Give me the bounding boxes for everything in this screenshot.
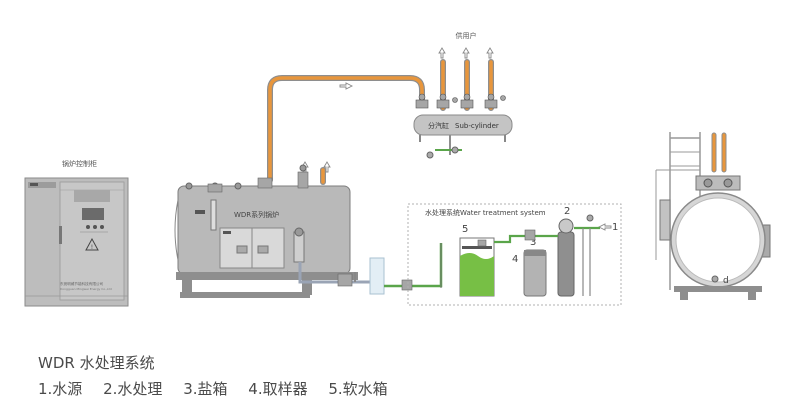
cabinet-maker-en: Dongguan Mingwei Energy Co.,Ltd <box>60 287 112 291</box>
caption-title: WDR 水处理系统 <box>38 354 155 372</box>
control-cabinet-label: 锅炉控制柜 <box>62 159 97 168</box>
water-source-number: 1 <box>612 222 618 233</box>
legend-item-water-source: 1.水源 <box>38 380 83 398</box>
water-system-en: Water treatment system <box>460 209 546 217</box>
side-view-label: d <box>723 276 729 286</box>
svg-text:!: ! <box>91 244 93 251</box>
sub-cylinder-cn: 分汽缸 <box>428 121 449 130</box>
legend: 1.水源 2.水处理 3.盐箱 4.取样器 5.软水箱 <box>38 378 404 399</box>
flow-arrows <box>301 47 612 231</box>
boiler-side-view: d <box>655 132 771 300</box>
salt-tank-number: 3 <box>530 237 536 248</box>
sub-cylinder-valves <box>415 93 506 109</box>
control-cabinet: 锅炉控制柜 ! 东莞明威节能科技有限公司 Dongguan Mingwei En… <box>24 159 129 307</box>
cabinet-maker: 东莞明威节能科技有限公司 <box>60 281 104 286</box>
boiler: WDR系列锅炉 <box>174 164 358 298</box>
water-treatment-system: 水处理系统 Water treatment system 5 3 2 4 1 <box>407 203 622 306</box>
soft-water-tank-number: 5 <box>462 224 468 235</box>
sampler-number: 4 <box>512 254 518 265</box>
legend-item-water-treatment: 2.水处理 <box>103 380 163 398</box>
legend-item-salt-tank: 3.盐箱 <box>183 380 228 398</box>
sub-cylinder: 分汽缸 Sub-cylinder <box>413 114 513 159</box>
softener-number: 2 <box>564 206 570 217</box>
boiler-label: WDR系列锅炉 <box>234 210 279 219</box>
supply-user-label: 供用户 <box>456 31 477 40</box>
legend-item-sampler: 4.取样器 <box>248 380 308 398</box>
sub-cylinder-en: Sub-cylinder <box>455 122 499 130</box>
legend-item-soft-water-tank: 5.软水箱 <box>328 380 388 398</box>
water-system-cn: 水处理系统 <box>425 208 460 217</box>
